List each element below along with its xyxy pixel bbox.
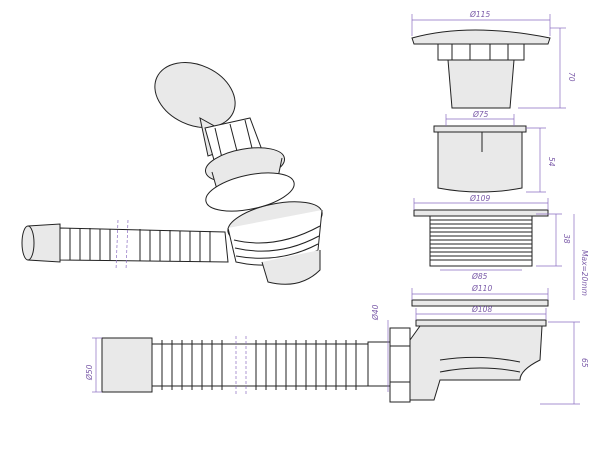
cap-top-profile	[411, 29, 551, 45]
max-height-label: Max=20mm	[580, 250, 589, 296]
part-cup-view: Ø75 54	[433, 110, 556, 193]
flange-ring	[205, 172, 295, 212]
outlet-nut	[389, 327, 411, 403]
cup-body-rect	[437, 131, 523, 193]
hose-fitting	[367, 341, 391, 387]
trap-ring	[411, 299, 549, 307]
cap-diameter-label: Ø115	[469, 10, 490, 19]
flange-plate	[413, 209, 549, 217]
hose-corrugations-side	[161, 340, 357, 390]
flexible-hose-iso	[59, 227, 229, 263]
cap-height-label: 70	[567, 72, 576, 82]
trap-body-plate	[415, 319, 547, 327]
cap-disc	[154, 62, 236, 128]
trap-bottom	[261, 250, 321, 285]
outlet-diameter-label: Ø40	[371, 304, 380, 321]
cup-diameter-label: Ø75	[472, 110, 489, 119]
body-diameter-label: Ø108	[471, 305, 492, 314]
cap-stem-rect	[447, 59, 515, 109]
ring-diameter-label: Ø110	[471, 284, 492, 293]
exploded-assembly-view	[21, 62, 323, 285]
thread-height-label: 38	[562, 234, 571, 244]
cap-cage-rect	[437, 43, 525, 61]
hose-diameter-label: Ø50	[85, 364, 94, 381]
hose-corrugations-iso	[69, 228, 211, 262]
trap-height-label: 65	[580, 358, 589, 368]
cup-rim	[433, 125, 527, 133]
thread-lines	[430, 219, 532, 261]
part-cap-view: Ø115 70	[411, 10, 576, 109]
part-flange-view: Ø109 Ø85 38 Max=20mm	[413, 194, 589, 300]
flange-diameter-label: Ø109	[469, 194, 490, 203]
cup-height-label: 54	[547, 157, 556, 167]
hose-end-coupling-side	[101, 337, 153, 393]
trap-body	[409, 325, 543, 401]
thread-diameter-label: Ø85	[471, 272, 488, 281]
part-trap-view: Ø110 Ø108 Ø40 65	[85, 284, 589, 405]
